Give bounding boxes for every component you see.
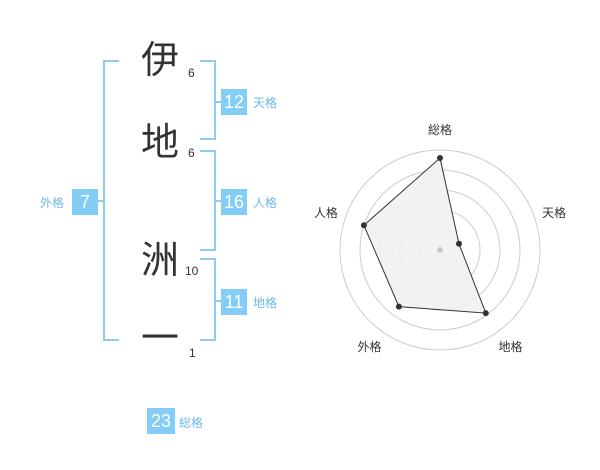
- stroke-count-3: 10: [185, 264, 199, 278]
- radar-axis-label-2: 天格: [542, 205, 566, 220]
- jinkaku-bracket: [200, 150, 216, 251]
- gaikaku-label: 外格: [40, 196, 65, 210]
- radar-grid-ring: [339, 149, 541, 351]
- soukaku-label: 総格: [179, 416, 204, 430]
- name-character-2: 地: [140, 120, 179, 164]
- radar-point-5: [360, 222, 367, 229]
- stroke-count-2: 6: [188, 146, 195, 160]
- stroke-count-1: 6: [188, 66, 195, 80]
- name-character-4: 一: [140, 316, 179, 360]
- tenkaku-label: 天格: [253, 96, 278, 110]
- name-character-1: 伊: [140, 38, 179, 82]
- radar-axis-label-5: 人格: [314, 205, 338, 220]
- chikaku-bracket: [200, 258, 216, 341]
- radar-axis-label-1: 総格: [428, 122, 452, 137]
- tenkaku-value: 12: [221, 89, 247, 115]
- gaikaku-bracket: [103, 60, 119, 341]
- jinkaku-value: 16: [221, 189, 247, 215]
- radar-axis-label-4: 外格: [357, 339, 381, 354]
- radar-point-3: [482, 310, 489, 317]
- radar-point-4: [395, 303, 402, 310]
- chikaku-label: 地格: [253, 296, 278, 310]
- chikaku-connector: [216, 300, 221, 302]
- radar-data-area: [363, 157, 487, 314]
- chikaku-value: 11: [221, 289, 247, 315]
- soukaku-value: 23: [147, 408, 175, 434]
- tenkaku-bracket: [200, 60, 216, 140]
- tenkaku-connector: [216, 101, 221, 103]
- jinkaku-connector: [216, 200, 221, 202]
- radar-axis-label-3: 地格: [498, 339, 522, 354]
- jinkaku-label: 人格: [253, 196, 278, 210]
- gaikaku-connector: [97, 200, 103, 202]
- name-character-3: 洲: [140, 238, 179, 282]
- radar-center-dot: [437, 247, 443, 253]
- radar-point-1: [437, 155, 443, 161]
- gaikaku-value: 7: [72, 189, 98, 215]
- radar-point-2: [456, 240, 462, 247]
- stroke-count-4: 1: [189, 346, 196, 360]
